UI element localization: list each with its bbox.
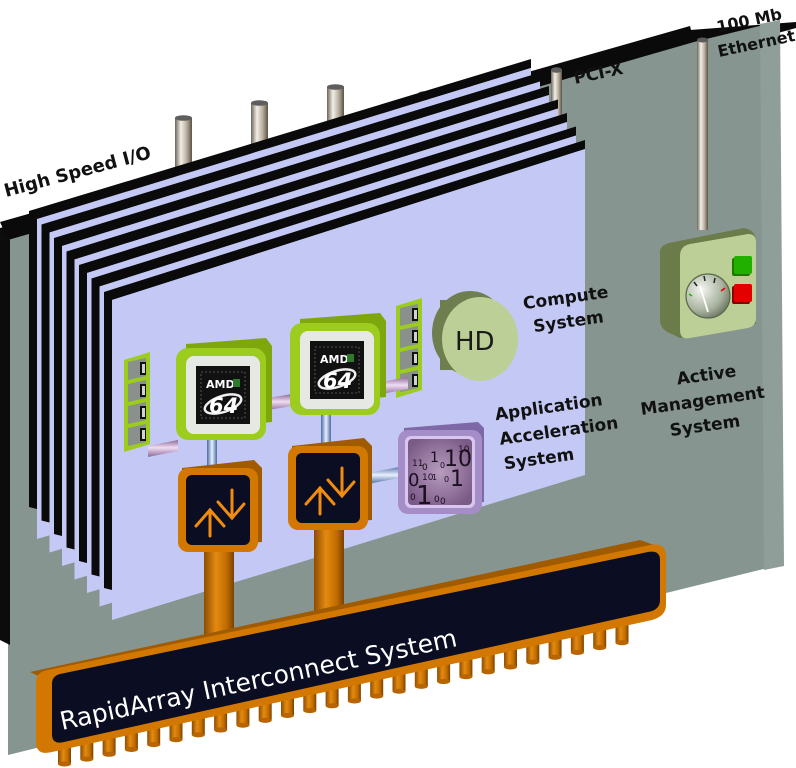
memory-slot — [128, 402, 146, 424]
amd-brand-text: AMD — [206, 378, 235, 391]
ethernet-port — [697, 37, 708, 230]
active-management-box — [660, 228, 756, 339]
memory-bank-left — [124, 352, 150, 452]
amd-brand-text: AMD — [320, 353, 349, 366]
binary-digit: 1 — [416, 481, 433, 511]
chassis-left-side — [0, 228, 10, 645]
memory-slot — [400, 326, 418, 348]
bus-face — [52, 551, 660, 743]
memory-slot — [400, 304, 418, 326]
amd64-processor-1: AMD 64 — [176, 338, 272, 440]
binary-digit: 0 — [444, 475, 449, 484]
binary-digit: 0 — [422, 463, 428, 473]
binary-digit: 0 — [410, 493, 416, 503]
memory-slot — [128, 380, 146, 402]
bidirectional-arrows-icon — [194, 488, 246, 538]
status-indicator-green — [732, 256, 752, 276]
memory-slot — [128, 424, 146, 446]
cpu-router-links — [207, 410, 404, 484]
memory-slot — [400, 348, 418, 370]
chassis-right-side — [760, 20, 784, 570]
amd64-processor-2: AMD 64 — [290, 313, 386, 415]
binary-digit: 10 — [444, 447, 472, 472]
binary-digit: 0 — [408, 470, 419, 491]
rapidarray-interconnect-bus: RapidArray Interconnect System — [30, 540, 666, 767]
hd-label: HD — [455, 327, 495, 357]
bidirectional-arrows-icon — [304, 466, 356, 516]
amd64-text: 64 — [323, 369, 352, 393]
memory-bank-right — [396, 298, 422, 398]
binary-digit: 0 — [440, 497, 446, 507]
binary-digit: 1 — [450, 467, 464, 492]
binary-digit: 10 — [422, 473, 434, 483]
front-blade-contents: AMD 64 AMD 64 HD — [124, 282, 620, 700]
hard-disk-icon: HD — [432, 291, 518, 381]
memory-slot — [128, 358, 146, 380]
router-chip-1 — [178, 460, 262, 700]
binary-digit: 11 — [412, 459, 423, 469]
binary-digit: 1 — [432, 473, 437, 482]
binary-digit: 0 — [440, 461, 445, 470]
binary-digit: 1 — [430, 450, 439, 466]
gauge-icon — [685, 273, 731, 319]
amd64-text: 64 — [209, 394, 238, 418]
binary-digit: 0 — [434, 495, 440, 505]
binary-digit: 10 — [458, 445, 470, 455]
status-indicator-red — [732, 284, 752, 304]
